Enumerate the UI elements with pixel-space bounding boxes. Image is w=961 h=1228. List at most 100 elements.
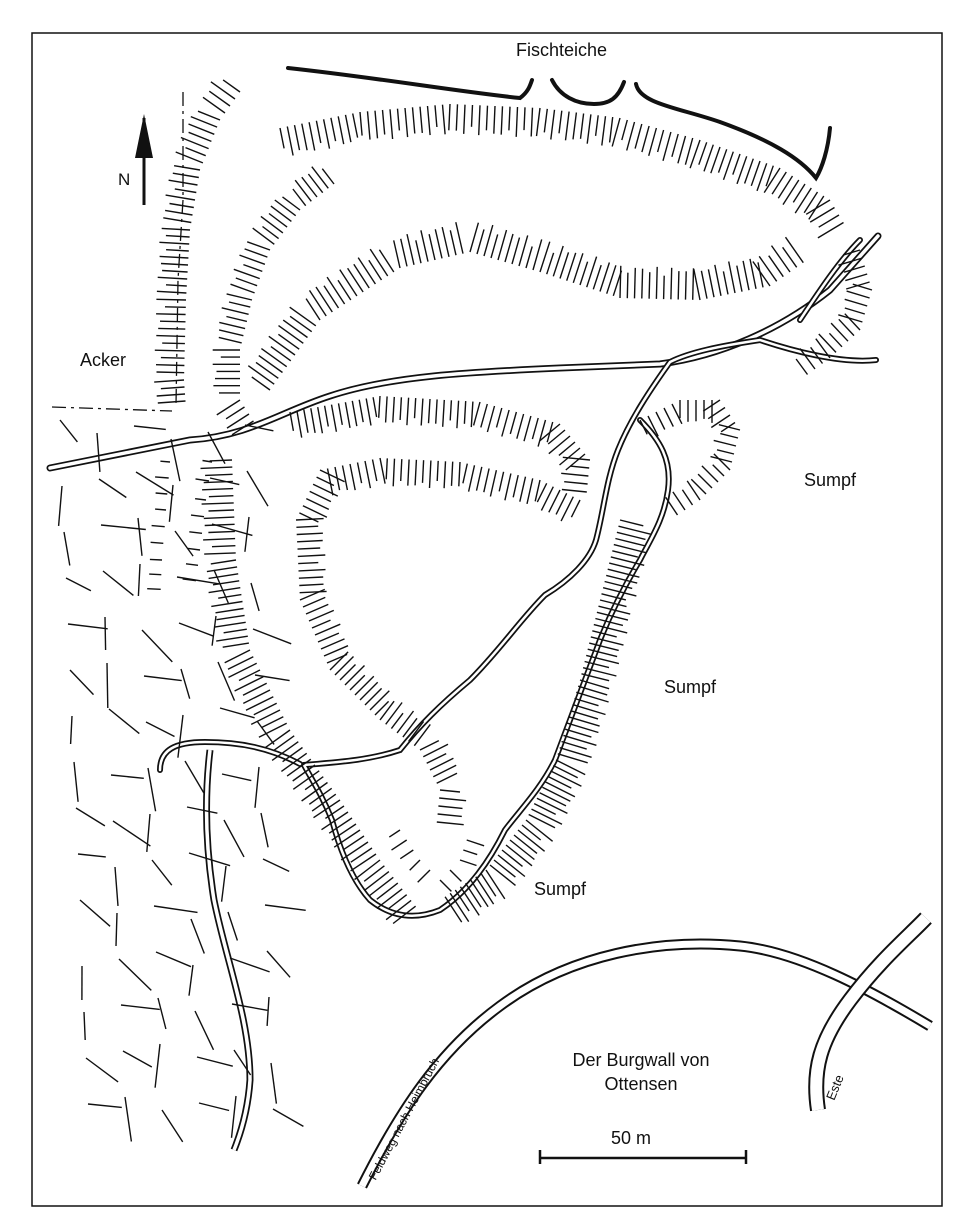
hachure-stroke <box>204 552 236 555</box>
hachure-stroke <box>374 110 379 139</box>
hachure-stroke <box>154 379 185 383</box>
hachure-stroke <box>540 486 554 511</box>
hachure-stroke <box>589 642 619 652</box>
hachure-stroke <box>260 348 288 368</box>
wall-paths <box>157 237 879 919</box>
hachure-stroke <box>161 227 191 231</box>
hachure-stroke <box>334 656 354 676</box>
hachure-stroke <box>211 523 253 537</box>
hachure-stroke <box>702 399 721 412</box>
hachure-stroke <box>531 808 563 825</box>
hachure-stroke <box>752 261 771 287</box>
hachure-stroke <box>253 702 278 716</box>
hachure-stroke <box>616 531 646 541</box>
hachure-stroke <box>593 623 628 634</box>
hachure-stroke <box>186 806 218 814</box>
hachure-stroke <box>234 676 264 692</box>
hachure-stroke <box>639 419 648 435</box>
hachure-stroke <box>590 636 624 646</box>
hachure-stroke <box>190 115 218 128</box>
hachure-nw-right <box>212 166 335 436</box>
hachure-stroke <box>151 524 165 528</box>
hachure-stroke <box>564 481 588 485</box>
hachure-stroke <box>104 616 107 651</box>
hachure-stroke <box>470 104 474 127</box>
hachure-stroke <box>547 775 572 789</box>
hachure-stroke <box>96 432 101 472</box>
hachure-stroke <box>194 1010 215 1051</box>
hachure-stroke <box>261 716 284 729</box>
hachure-stroke <box>315 120 322 144</box>
hachure-stroke <box>165 194 196 201</box>
hachure-stroke <box>272 735 295 752</box>
hachure-stroke <box>385 899 412 921</box>
hachure-stroke <box>280 752 308 772</box>
hachure-stroke <box>299 588 326 601</box>
hachure-stroke <box>164 209 193 216</box>
hachure-stroke <box>303 409 309 433</box>
hachure-stroke <box>558 441 576 456</box>
hachure-stroke <box>156 298 187 301</box>
hachure-stroke <box>665 496 679 516</box>
hachure-stroke <box>828 332 843 348</box>
hachure-stroke <box>330 404 338 432</box>
hachure-stroke <box>321 168 335 185</box>
hachure-stroke <box>703 144 714 172</box>
hachure-stroke <box>79 899 111 927</box>
hachure-stroke <box>122 1050 153 1068</box>
hachure-stroke <box>168 179 198 186</box>
hachure-stroke <box>399 397 403 421</box>
hachure-stroke <box>289 306 317 327</box>
hachure-stroke <box>648 127 658 156</box>
hachure-stroke <box>202 459 213 463</box>
hachure-stroke <box>170 438 181 482</box>
hachure-stroke <box>515 106 519 137</box>
hachure-stroke <box>565 453 586 471</box>
north-arrow-icon <box>135 114 153 205</box>
hachure-stroke <box>155 492 168 495</box>
hachure-stroke <box>700 270 708 299</box>
hachure-stroke <box>292 764 316 782</box>
hachure-stroke <box>429 757 454 771</box>
hachure-stroke <box>238 669 261 682</box>
hachure-stroke <box>354 859 381 881</box>
hachure-stroke <box>228 301 251 308</box>
hachure-stroke <box>354 675 375 696</box>
hachure-stroke <box>722 151 734 181</box>
hachure-stroke <box>343 835 365 851</box>
hachure-stroke <box>586 256 598 288</box>
hachure-stroke <box>501 409 510 437</box>
hachure-stroke <box>420 230 429 262</box>
hachure-stroke <box>392 905 417 925</box>
hachure-stroke <box>568 716 600 727</box>
hachure-stroke <box>268 335 296 356</box>
hachure-stroke <box>328 817 353 834</box>
hachure-stroke <box>228 662 258 679</box>
hachure-stroke <box>618 525 652 536</box>
hachure-stroke <box>271 741 299 761</box>
hachure-stroke <box>756 163 768 192</box>
hachure-stroke <box>250 582 260 612</box>
fish-pond-banks <box>286 66 832 182</box>
hachure-stroke <box>570 499 581 518</box>
hachure-stroke <box>156 334 186 338</box>
hachure-stroke <box>156 290 187 294</box>
hachure-stroke <box>810 346 824 364</box>
hachure-stroke <box>195 478 210 482</box>
hachure-stroke <box>304 776 324 791</box>
hachure-stroke <box>369 248 389 277</box>
hachure-stroke <box>844 313 861 331</box>
hachure-stroke <box>512 474 519 498</box>
hachure-stroke <box>333 829 361 848</box>
hachure-stroke <box>213 569 229 604</box>
hachure-stroke <box>254 674 290 682</box>
hachure-stroke <box>208 90 231 107</box>
hachure-stroke <box>102 570 134 596</box>
hachure-stroke <box>297 547 321 550</box>
hachure-stroke <box>323 285 340 309</box>
hachure-stroke <box>160 460 171 463</box>
hachure-stroke <box>469 222 480 253</box>
hachure-stroke <box>296 410 303 438</box>
hachure-stroke <box>319 469 345 483</box>
hachure-stroke <box>626 272 629 299</box>
